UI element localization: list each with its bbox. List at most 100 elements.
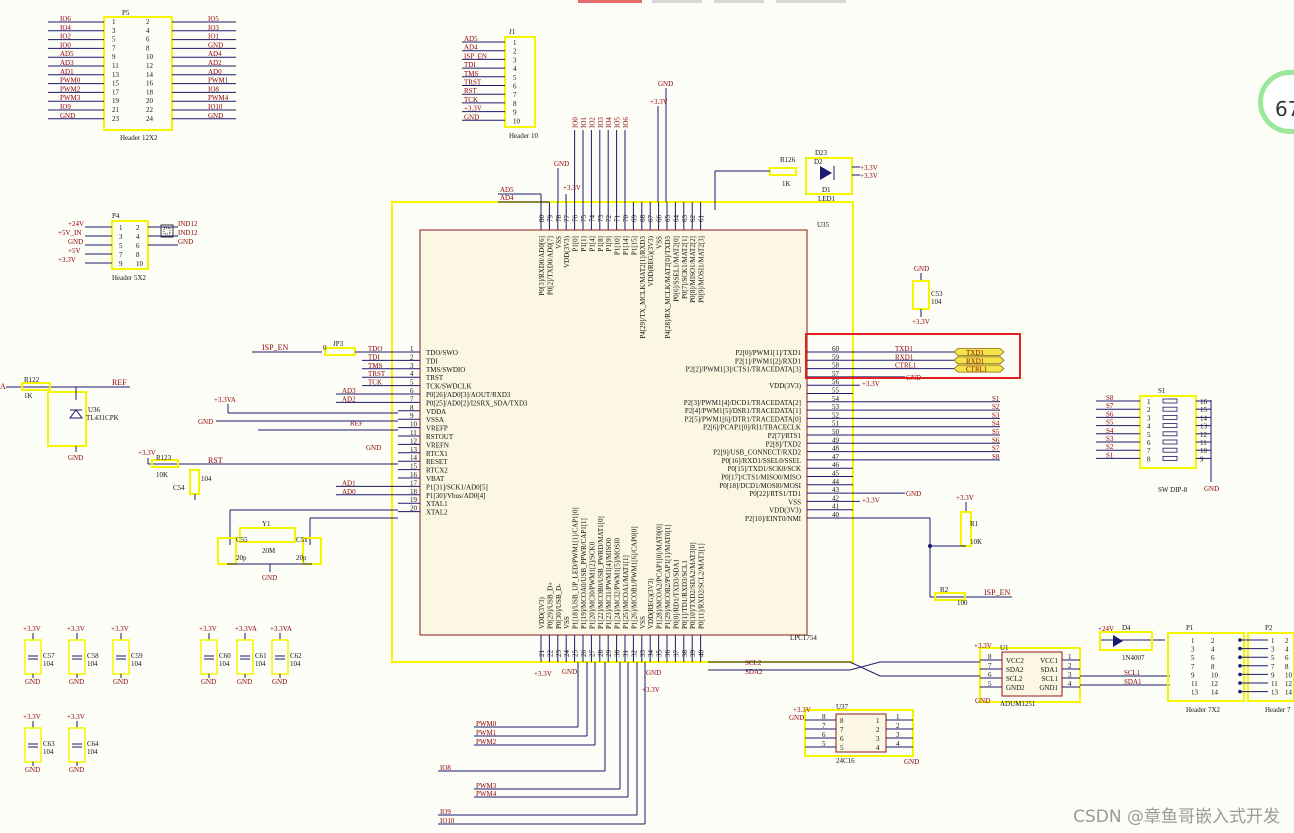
pin-number: 1 <box>896 713 900 721</box>
ic-pin-name: P1[15] <box>630 236 638 255</box>
net-label: S2 <box>992 403 1000 411</box>
c55-designator: C55 <box>236 536 248 544</box>
vrefn-gnd: GND <box>366 444 381 452</box>
ic-pin-name: P2[8]/TXD2 <box>766 440 802 448</box>
net-label: AD1 <box>342 479 356 487</box>
pin-number: 4 <box>146 27 150 35</box>
net-label: PWM4 <box>476 790 497 798</box>
ic-pin-name: P2[9]/USB_CONNECT/RXD2 <box>713 449 801 457</box>
ic-pin-number: 34 <box>647 650 655 658</box>
pin-number: 3 <box>896 731 900 739</box>
pin-number: 8 <box>988 653 992 661</box>
isp-en-label-2: ISP_EN <box>984 588 1010 597</box>
ic-pin-name: P1[29]/MCOB2/PCAP1[1]/MAT0[1] <box>664 524 672 629</box>
ic-pin-name: P1[28]/MCOA2/PCAP1[0]/MAT0[0] <box>656 524 664 629</box>
net-label: +3.3V <box>58 256 76 264</box>
ic-pin-name: P0[2]/TXD0/AD0[7] <box>546 236 554 295</box>
pin-number: 6 <box>1147 439 1151 447</box>
ic-pin-number: 79 <box>546 215 554 223</box>
pin-number: 21 <box>112 106 120 114</box>
dip-toggle <box>1162 439 1178 445</box>
ic-pin-name: P1[1] <box>580 236 588 252</box>
ic-pin-name: TMS/SWDIO <box>426 366 465 374</box>
ic-pin-number: 18 <box>410 488 418 496</box>
ic-pin-number: 40 <box>832 511 840 519</box>
port-rxd1[interactable] <box>953 356 1005 365</box>
ic-pin-number: 65 <box>664 215 672 223</box>
pin-number: 2 <box>876 726 880 734</box>
ic-pin-number: 7 <box>410 395 414 403</box>
ic-pin-name: P4[28]/RX_MCLK/MAT2[0]/TXD3 <box>664 236 672 339</box>
ic-pin-number: 38 <box>681 650 689 658</box>
net-sda2: SDA2 <box>745 668 763 676</box>
ic-pin-number: 66 <box>656 215 664 223</box>
ic-pin-number: 77 <box>563 215 571 223</box>
p4-part: Header 5X2 <box>112 274 147 282</box>
isp-pullup: +3.3V R1 10K R2 100 ISP_EN <box>853 494 1012 607</box>
cap-body <box>24 639 42 675</box>
dip-toggle <box>1162 455 1178 461</box>
p5-designator: P5 <box>122 9 130 17</box>
pin-number: 22 <box>146 106 154 114</box>
pin-number: 5 <box>840 744 844 752</box>
pin-number: 1 <box>1068 653 1072 661</box>
cap-body <box>68 727 86 763</box>
net-a: A <box>0 382 6 391</box>
cap-value: 104 <box>87 748 98 756</box>
port-ctrl1[interactable] <box>953 364 1005 373</box>
ic-pin-number: 3 <box>410 362 414 370</box>
r122-value: 1K <box>24 392 33 400</box>
net-label: GND <box>554 160 569 168</box>
net-label: IO6 <box>622 117 630 128</box>
net-label: IO1 <box>208 33 219 41</box>
pin-number: 5 <box>513 74 517 82</box>
ic-pin-number: 2 <box>410 353 414 361</box>
port-txd1[interactable] <box>953 348 1005 356</box>
cap-supply: +3.3VA <box>235 625 257 633</box>
net-label: IO3 <box>597 117 605 128</box>
pin-number: 2 <box>1147 406 1151 414</box>
ic-pin-name: P0[25]/AD0[2]/I2SRX_SDA/TXD3 <box>426 399 528 407</box>
left-supply-nets: +3.3VA GND GND <box>198 396 398 452</box>
pin-number: 8 <box>1285 663 1289 671</box>
ic-pin-number: 55 <box>832 387 840 395</box>
net-label: TMS <box>368 362 383 370</box>
ic-pin-name: RTCX2 <box>426 467 448 475</box>
cap-value: 104 <box>219 660 230 668</box>
pin-number: 4 <box>876 744 880 752</box>
ic-pin-name: P2[10]/EINT0/NMI <box>745 515 802 523</box>
cap-designator: C61 <box>255 652 267 660</box>
ic-pin-number: 16 <box>410 471 418 479</box>
pin-number: 12 <box>1200 431 1208 439</box>
pin-name: SDA2 <box>1006 666 1024 674</box>
net-label: AD0 <box>342 488 356 496</box>
ic-pin-number: 47 <box>832 453 840 461</box>
pin-number: 13 <box>1200 423 1208 431</box>
cap-designator: C62 <box>290 652 302 660</box>
pin-number: 6 <box>988 671 992 679</box>
ic-pin-name: VDD(3V3) <box>769 382 802 390</box>
ic-pin-name: P2[1]/PWM1[2]/RXD1 <box>735 357 802 365</box>
net-label: TDI <box>464 61 476 69</box>
pin-number: 5 <box>1191 654 1195 662</box>
ic-pin-number: 50 <box>832 428 840 436</box>
pin-number: 6 <box>136 242 140 250</box>
net-label: GND <box>562 668 577 676</box>
ic-pin-number: 56 <box>832 378 840 386</box>
cap-body <box>200 639 218 675</box>
ic-pin-name: P4[29]/TX_MCLK/MAT2[1]/RXD3 <box>639 236 647 339</box>
pin-number: 1 <box>1147 398 1151 406</box>
ic-pin-name: P0[17]/CTS1/MISO0/MISO <box>721 474 801 482</box>
pin-number: 14 <box>1211 689 1219 697</box>
vssa-gnd: GND <box>198 418 213 426</box>
pin-number: 12 <box>1211 680 1219 688</box>
ic-pin-number: 61 <box>698 215 706 223</box>
ic-pin-name: P0[16]/RXD1/SSEL0/SSEL <box>722 457 801 465</box>
ic-pin-number: 30 <box>614 650 622 658</box>
cap-value: 104 <box>255 660 266 668</box>
ic-pin-number: 17 <box>410 479 418 487</box>
pin-number: 5 <box>988 680 992 688</box>
y1-value: 20M <box>262 547 276 555</box>
